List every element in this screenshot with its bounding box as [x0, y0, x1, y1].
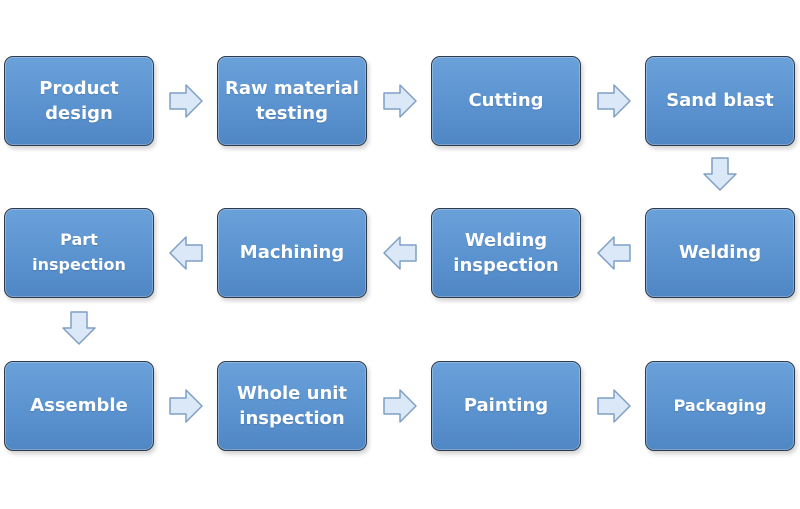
step-product-design: Product design: [4, 56, 154, 146]
step-machining: Machining: [217, 208, 367, 298]
left-arrow-icon: [381, 234, 419, 272]
arrow-shape: [383, 389, 417, 423]
arrow-shape: [383, 84, 417, 118]
left-arrow-icon: [595, 234, 633, 272]
step-cutting: Cutting: [431, 56, 581, 146]
step-label: Whole unit inspection: [236, 382, 348, 429]
step-part-inspection: Part inspection: [4, 208, 154, 298]
arrow-shape: [597, 84, 631, 118]
arrow-shape: [169, 236, 203, 270]
right-arrow-icon: [595, 387, 633, 425]
step-label: Part inspection: [32, 230, 126, 274]
arrow-shape: [169, 389, 203, 423]
step-packaging: Packaging: [645, 361, 795, 451]
step-painting: Painting: [431, 361, 581, 451]
step-welding: Welding: [645, 208, 795, 298]
step-label: Product design: [39, 77, 119, 124]
arrow-shape: [597, 389, 631, 423]
right-arrow-icon: [381, 82, 419, 120]
arrow-shape: [703, 157, 737, 191]
step-sand-blast: Sand blast: [645, 56, 795, 146]
step-raw-material-testing: Raw material testing: [217, 56, 367, 146]
arrow-shape: [169, 84, 203, 118]
right-arrow-icon: [167, 387, 205, 425]
arrow-shape: [383, 236, 417, 270]
step-label: Assemble: [30, 395, 128, 417]
step-label: Cutting: [468, 90, 544, 112]
step-label: Packaging: [673, 395, 767, 415]
step-assemble: Assemble: [4, 361, 154, 451]
step-label: Sand blast: [666, 90, 774, 112]
step-welding-inspection: Welding inspection: [431, 208, 581, 298]
arrow-shape: [62, 311, 96, 345]
step-label: Machining: [239, 242, 345, 264]
step-label: Raw material testing: [225, 77, 359, 124]
left-arrow-icon: [167, 234, 205, 272]
step-label: Painting: [463, 395, 549, 417]
step-whole-unit-inspection: Whole unit inspection: [217, 361, 367, 451]
right-arrow-icon: [167, 82, 205, 120]
down-arrow-icon: [701, 155, 739, 193]
arrow-shape: [597, 236, 631, 270]
right-arrow-icon: [381, 387, 419, 425]
right-arrow-icon: [595, 82, 633, 120]
down-arrow-icon: [60, 309, 98, 347]
step-label: Welding inspection: [453, 229, 559, 276]
step-label: Welding: [678, 242, 762, 264]
